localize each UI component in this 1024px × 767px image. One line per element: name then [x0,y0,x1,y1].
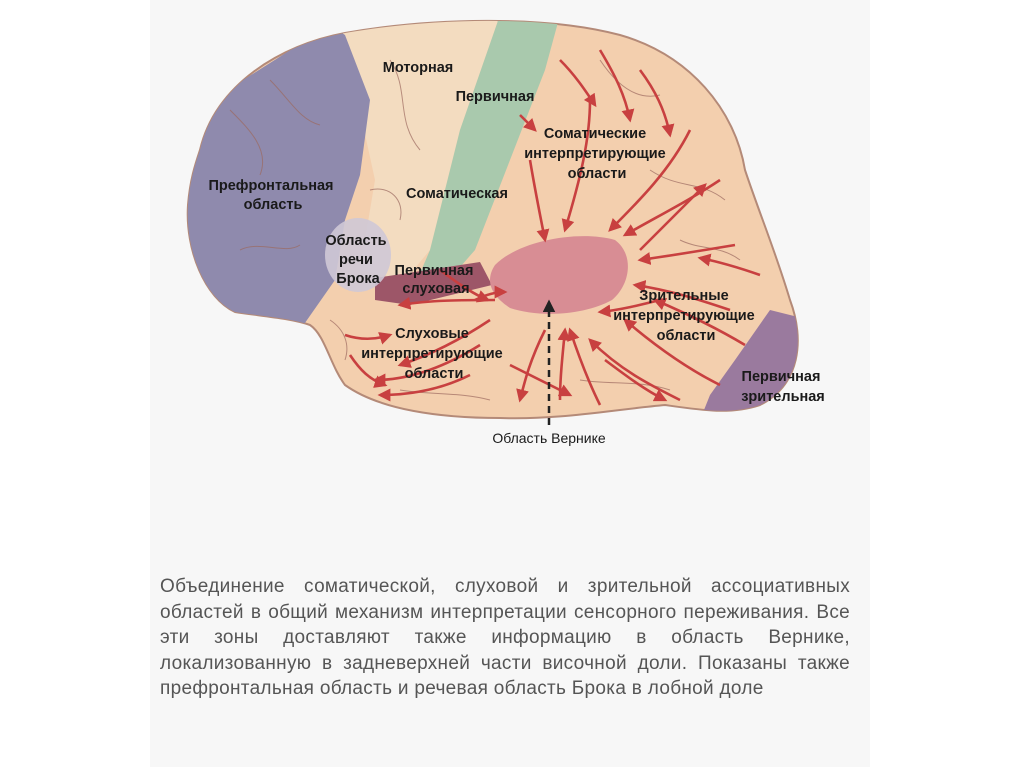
label-primary-visual: Первичная зрительная [741,369,825,405]
label-visual-interp: Зрительные интерпретирующие области [613,288,759,344]
label-prefrontal: Префронтальная область [208,178,337,213]
label-motor: Моторная [383,60,453,76]
motor-region [340,20,500,280]
primary-auditory-region [375,262,492,305]
label-somatic: Соматическая [406,186,508,202]
prefrontal-region [187,25,370,330]
label-primary-auditory: Первичная слуховая [395,263,478,297]
label-wernicke: Область Вернике [492,430,606,446]
association-arrows [344,49,761,406]
broca-region [325,218,391,292]
somatic-strip [415,20,560,290]
figure-caption: Объединение соматической, слуховой и зри… [160,576,850,699]
wernicke-region [490,236,628,314]
label-somatic-interp: Соматические интерпретирующие области [524,126,670,182]
label-auditory-interp: Слуховые интерпретирующие области [361,326,507,382]
label-broca: Область речи Брока [325,233,390,287]
label-primary: Первичная [456,89,535,105]
